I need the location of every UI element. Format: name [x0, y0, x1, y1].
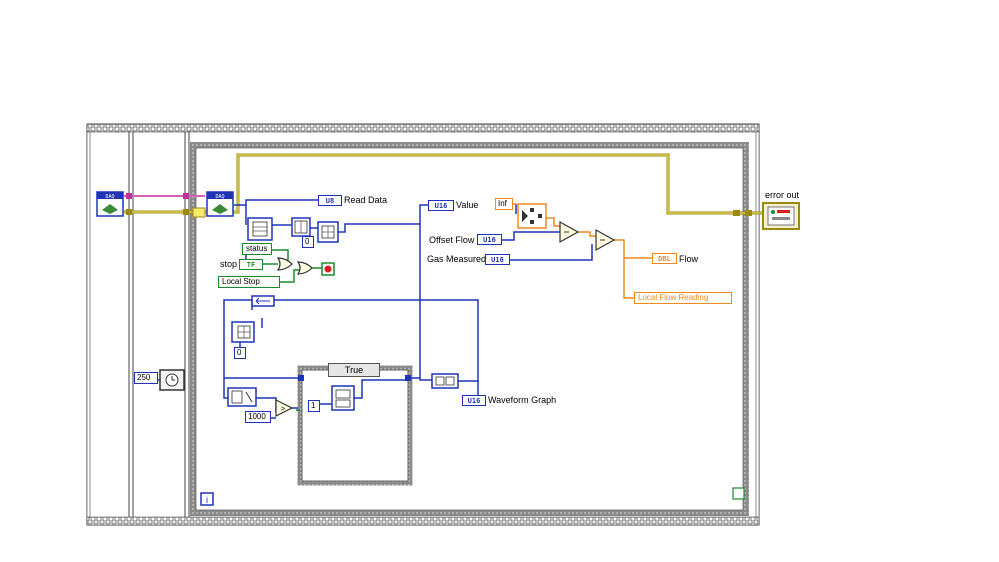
- one-constant[interactable]: 1: [308, 400, 320, 412]
- array-size-node: [227, 387, 257, 407]
- value-terminal[interactable]: U16: [428, 200, 454, 211]
- data-wires: [223, 199, 593, 419]
- wait-ms-constant[interactable]: 250: [134, 372, 158, 384]
- read-data-label: Read Data: [344, 195, 388, 205]
- error-out-indicator-icon: [762, 202, 800, 230]
- case-selector-value: True: [344, 365, 364, 375]
- dbl-wires: [508, 203, 652, 299]
- local-flow-reading-label: Local Flow Reading: [638, 293, 709, 302]
- loop-condition-icon: [732, 487, 745, 500]
- init-zero-constant[interactable]: 0: [234, 347, 246, 359]
- flat-sequence-structure: [86, 123, 760, 526]
- svg-text:DAQ: DAQ: [215, 194, 224, 200]
- stop-terminal[interactable]: TF: [239, 259, 263, 270]
- thousand-constant[interactable]: 1000: [245, 411, 271, 423]
- index-array-node: [291, 217, 311, 237]
- svg-text:DAQ: DAQ: [105, 194, 114, 200]
- gas-measured-terminal[interactable]: U16: [485, 254, 510, 265]
- case-selector[interactable]: True: [328, 363, 380, 377]
- case-structure: [297, 365, 413, 486]
- local-flow-reading-property[interactable]: Local Flow Reading: [634, 292, 732, 304]
- status-label: status: [246, 244, 268, 253]
- offset-flow-terminal[interactable]: U16: [477, 234, 502, 245]
- select-node: [517, 203, 547, 229]
- read-data-terminal[interactable]: U8: [318, 195, 342, 206]
- or-node-2: [296, 261, 313, 275]
- initialize-array-node: [231, 321, 255, 343]
- loop-iteration-label: i: [206, 495, 208, 505]
- flow-label: Flow: [679, 254, 699, 264]
- stop-label: stop: [220, 259, 238, 269]
- gas-measured-label: Gas Measured: [427, 254, 487, 264]
- inf-constant[interactable]: Inf: [495, 198, 513, 210]
- local-stop-property[interactable]: Local Stop: [218, 276, 280, 288]
- flow-terminal[interactable]: DBL: [652, 253, 677, 264]
- subtract-node: [559, 220, 580, 244]
- stop-condition-icon: [321, 262, 335, 276]
- local-stop-label: Local Stop: [222, 277, 260, 286]
- shift-register: [251, 295, 275, 307]
- boolean-wires: [262, 249, 322, 411]
- waveform-graph-label: Waveform Graph: [488, 395, 557, 405]
- status-unbundle[interactable]: status: [242, 243, 272, 255]
- value-label: Value: [456, 200, 479, 210]
- or-node: [276, 257, 293, 271]
- daqmx-create-task-node: DAQ: [96, 191, 124, 217]
- multiply-node: [595, 228, 616, 252]
- daqmx-start-task-node: DAQ: [206, 191, 234, 217]
- loop-iteration-icon: i: [200, 492, 214, 506]
- array-subset-node: [317, 221, 339, 243]
- while-loop: [190, 142, 749, 516]
- daqmx-read-node: [247, 217, 273, 241]
- greater-than-node: >: [275, 399, 294, 417]
- waveform-graph-terminal[interactable]: U16: [462, 395, 486, 406]
- error-out-label: error out: [765, 190, 800, 200]
- tunnels: [126, 193, 752, 381]
- svg-text:>: >: [281, 406, 285, 413]
- index-zero-constant[interactable]: 0: [302, 236, 314, 248]
- wait-ms-node: [157, 369, 185, 391]
- build-array-node: [331, 385, 355, 411]
- build-waveform-node: [431, 373, 459, 389]
- offset-flow-label: Offset Flow: [429, 235, 475, 245]
